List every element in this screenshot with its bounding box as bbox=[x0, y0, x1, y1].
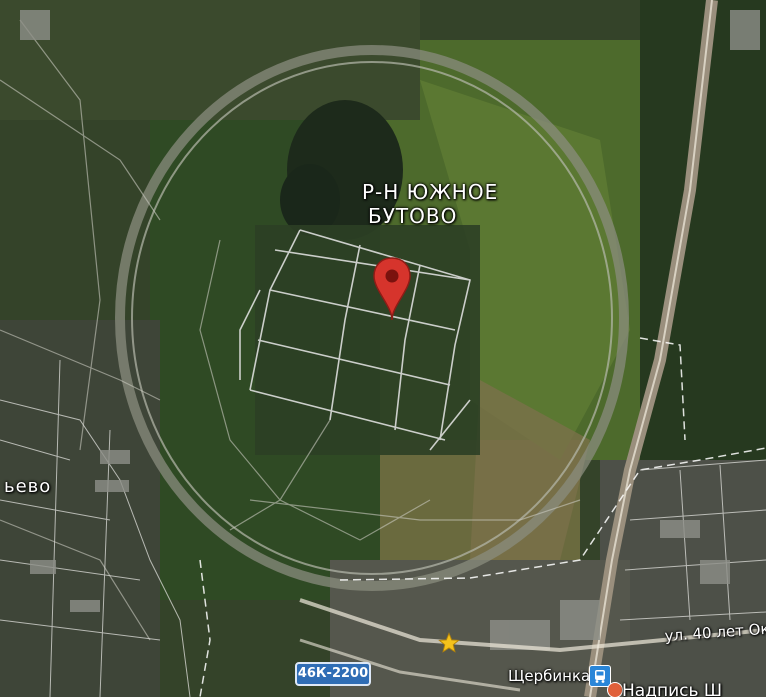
star-icon[interactable] bbox=[438, 632, 460, 654]
map-pin-icon[interactable] bbox=[372, 256, 412, 322]
poi-icon[interactable] bbox=[607, 682, 623, 697]
village-label: ьево bbox=[4, 476, 52, 497]
district-label: Р-Н ЮЖНОЕ БУТОВО bbox=[362, 180, 498, 228]
district-label-line1: Р-Н ЮЖНОЕ bbox=[362, 180, 499, 204]
poi-label[interactable]: Надпись Ш bbox=[622, 681, 723, 697]
bus-icon-glyph bbox=[595, 670, 605, 683]
road-shield: 46К-2200 bbox=[295, 662, 371, 686]
station-label[interactable]: Щербинка bbox=[508, 667, 591, 685]
district-label-line2: БУТОВО bbox=[368, 204, 458, 228]
bus-icon[interactable] bbox=[589, 665, 611, 687]
